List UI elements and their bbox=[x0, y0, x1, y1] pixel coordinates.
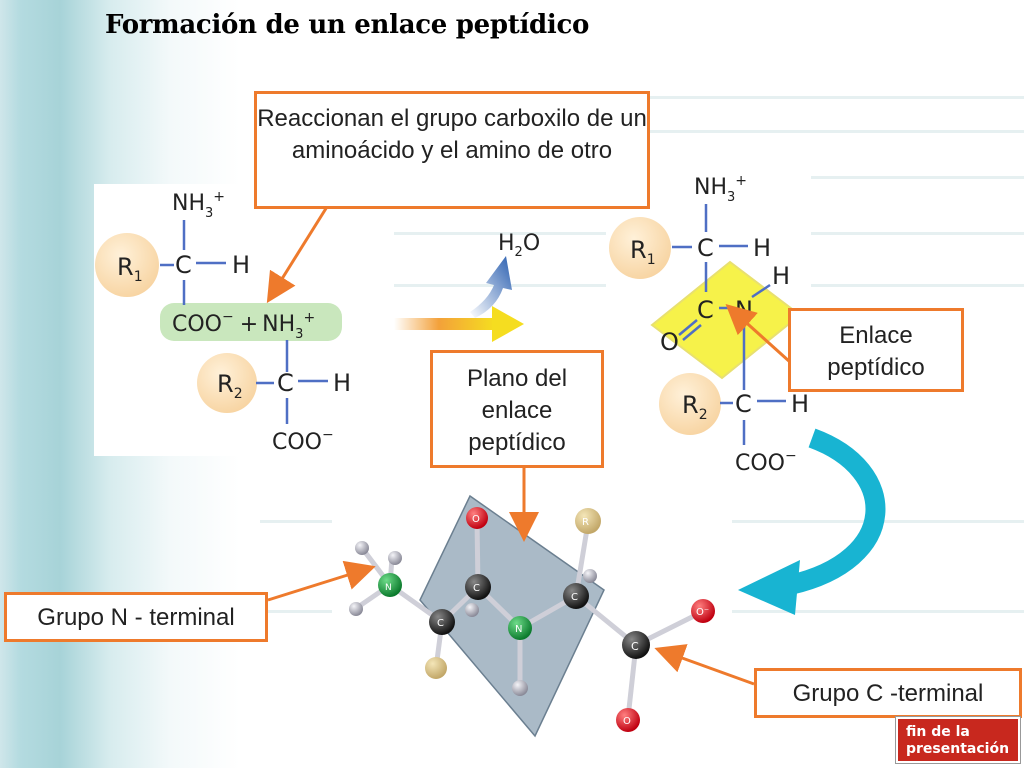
slide-title: Formación de un enlace peptídico bbox=[105, 10, 590, 40]
curved-arrow-body bbox=[787, 428, 886, 595]
carbonyl-carbon-atom bbox=[465, 574, 491, 600]
atom-label: C bbox=[631, 640, 639, 653]
peptide-plane bbox=[419, 494, 605, 738]
bond-callout: Enlace peptídico bbox=[788, 308, 964, 392]
water-release-arrow bbox=[470, 256, 512, 318]
product-hydrogen-2: H bbox=[791, 390, 809, 418]
r1-group-circle bbox=[95, 233, 159, 297]
bond-line bbox=[682, 324, 702, 341]
bond-callout-text: Enlace peptídico bbox=[827, 322, 925, 381]
curved-arrow-head bbox=[738, 560, 800, 615]
end-badge-line1: fin de la bbox=[906, 724, 970, 740]
product-alpha-carbon-2: C bbox=[735, 390, 752, 418]
atom-label: R bbox=[582, 517, 589, 528]
junction-highlight bbox=[160, 303, 342, 341]
atom-label: C bbox=[437, 618, 444, 629]
reactants-diagram: R1 NH3+ C H COO−+NH3+ R2 C H COO− bbox=[95, 189, 351, 455]
reaction-callout-text: Reaccionan el grupo carboxilo de un amin… bbox=[257, 105, 647, 164]
bond-line bbox=[678, 319, 698, 336]
plane-callout-text: Plano del enlace peptídico bbox=[466, 365, 568, 456]
product-nh3-label: NH3+ bbox=[694, 173, 747, 205]
hydrogen-atom bbox=[512, 680, 528, 696]
atom-label: O⁻ bbox=[696, 607, 709, 618]
atom-label: O bbox=[623, 716, 631, 727]
atom-label: C bbox=[571, 592, 578, 603]
c-terminal-carbon-atom bbox=[622, 631, 650, 659]
product-r1-circle bbox=[609, 217, 671, 279]
bond-pointer-arrow bbox=[725, 303, 792, 364]
amino1-alpha-carbon: C bbox=[175, 251, 192, 279]
c-terminal-pointer-arrow bbox=[654, 644, 755, 686]
hydrogen-atom bbox=[583, 569, 597, 583]
alpha-carbon-atom bbox=[563, 583, 589, 609]
amino2-hydrogen: H bbox=[333, 369, 351, 397]
n-terminal-callout: Grupo N - terminal bbox=[4, 592, 268, 642]
carboxyl-oxygen-atom bbox=[616, 708, 640, 732]
carbonyl-oxygen-atom bbox=[466, 507, 488, 529]
amino1-nh3-label: NH3+ bbox=[172, 189, 225, 221]
amide-hydrogen: H bbox=[772, 262, 790, 290]
n-terminal-nitrogen-atom bbox=[378, 573, 402, 597]
r1-label: R1 bbox=[117, 253, 143, 285]
reaction-callout: Reaccionan el grupo carboxilo de un amin… bbox=[254, 91, 650, 209]
hydrogen-atom bbox=[388, 551, 402, 565]
junction-label: COO−+NH3+ bbox=[172, 309, 315, 342]
product-diagram: NH3+ R1 C H C N H O R2 C H COO− bbox=[609, 173, 809, 476]
amide-nitrogen-atom bbox=[508, 616, 532, 640]
product-r2-label: R2 bbox=[682, 391, 708, 423]
alpha-carbon-atom bbox=[429, 609, 455, 635]
c-terminal-callout-text: Grupo C -terminal bbox=[792, 680, 984, 707]
product-r2-circle bbox=[659, 373, 721, 435]
hydrogen-atom bbox=[465, 603, 479, 617]
atom-label: O bbox=[472, 514, 480, 525]
end-badge-line2: presentación bbox=[906, 741, 1010, 757]
side-chain-atom bbox=[575, 508, 601, 534]
n-terminal-callout-text: Grupo N - terminal bbox=[37, 604, 235, 631]
product-coo-label: COO− bbox=[735, 448, 797, 476]
hydrogen-atom bbox=[355, 541, 369, 555]
bond-line bbox=[751, 283, 771, 299]
r2-label: R2 bbox=[217, 370, 243, 402]
amino2-coo-label: COO− bbox=[272, 427, 334, 455]
product-alpha-carbon-1: C bbox=[697, 234, 714, 262]
carboxyl-oxygen-atom bbox=[691, 599, 715, 623]
amino2-alpha-carbon: C bbox=[277, 369, 294, 397]
product-r1-label: R1 bbox=[630, 236, 656, 268]
hydrogen-atom bbox=[349, 602, 363, 616]
carbonyl-oxygen: O bbox=[660, 328, 679, 356]
plane-callout: Plano del enlace peptídico bbox=[430, 350, 604, 468]
ball-and-stick-model: N C C O N R C C O⁻ O bbox=[349, 494, 715, 738]
atom-label: N bbox=[515, 624, 522, 635]
amino1-hydrogen: H bbox=[232, 251, 250, 279]
atom-label: C bbox=[473, 583, 480, 594]
atom-label: N bbox=[385, 583, 392, 593]
c-terminal-callout: Grupo C -terminal bbox=[754, 668, 1022, 718]
side-chain-atom bbox=[425, 657, 447, 679]
reaction-arrow bbox=[394, 306, 524, 342]
water-label: H2O bbox=[498, 231, 540, 260]
n-terminal-pointer-arrow bbox=[267, 560, 376, 602]
end-of-presentation-button[interactable]: fin de la presentación bbox=[896, 717, 1020, 763]
r2-group-circle bbox=[197, 353, 257, 413]
product-hydrogen-1: H bbox=[753, 234, 771, 262]
carbonyl-carbon: C bbox=[697, 296, 714, 324]
